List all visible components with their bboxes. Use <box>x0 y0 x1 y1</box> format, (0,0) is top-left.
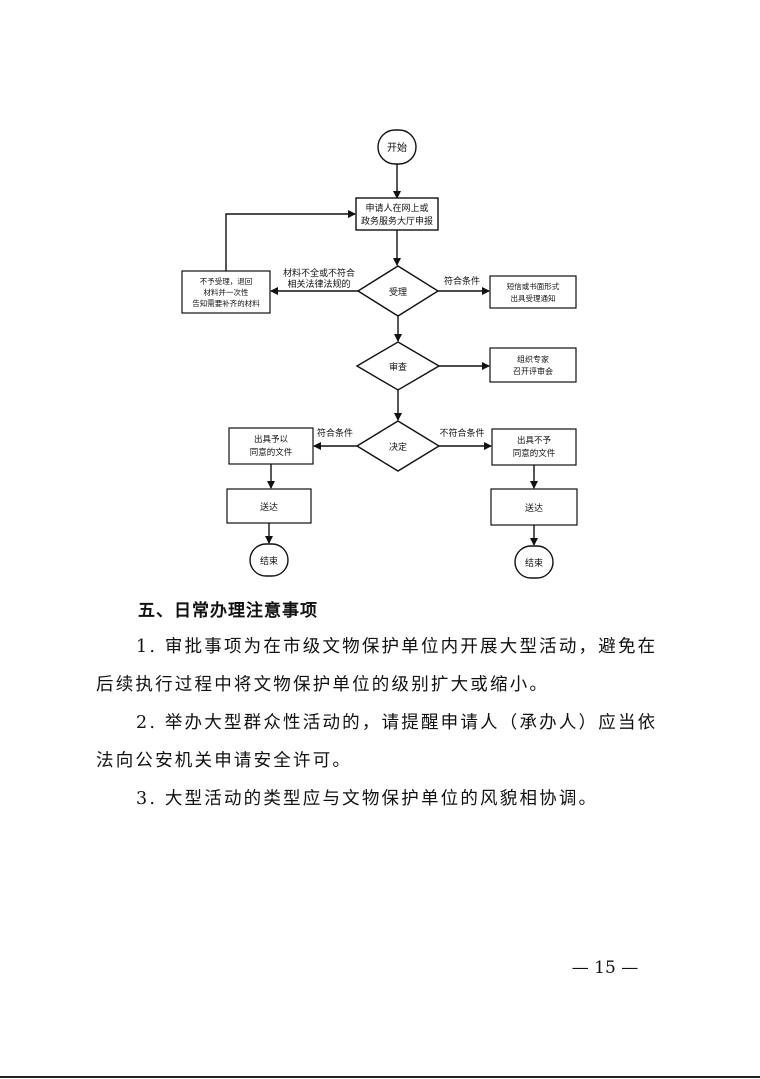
apply-label-line1: 申请人在网上或 <box>365 202 428 214</box>
page-number: — 15 — <box>571 958 639 978</box>
deny-deliver-label: 送达 <box>525 502 543 514</box>
note-paragraph-3: 3. 大型活动的类型应与文物保护单位的风貌相协调。 <box>136 789 599 809</box>
accept-notice-line1: 短信或书面形式 <box>507 281 560 291</box>
note-paragraph-1: 1. 审批事项为在市级文物保护单位内开展大型活动，避免在后续执行过程中将文物保护… <box>96 637 658 695</box>
start-label: 开始 <box>387 141 407 154</box>
approve-deliver-label: 送达 <box>260 501 278 513</box>
note-paragraph-2: 2. 举办大型群众性活动的，请提醒申请人（承办人）应当依法向公安机关申请安全许可… <box>96 713 658 771</box>
deny-box <box>491 428 577 466</box>
review-label: 审查 <box>389 361 407 373</box>
reject-box-line1: 不予受理，退回 <box>200 276 253 286</box>
approve-box-line1: 出具予以 <box>254 434 289 445</box>
accept-notice-box <box>489 275 577 309</box>
deny-end-label: 结束 <box>525 557 543 569</box>
reject-condition-line1: 材料不全或不符合 <box>283 267 355 279</box>
expert-box-line1: 组织专家 <box>517 354 549 364</box>
deny-deliver-box <box>490 488 578 526</box>
reject-condition-line2: 相关法律法规的 <box>287 278 350 290</box>
approve-end-node <box>249 543 289 577</box>
reject-box-line2: 材料并一次性 <box>204 287 249 297</box>
apply-label-line2: 政务服务大厅申报 <box>361 215 433 227</box>
approve-deliver-box <box>226 488 312 524</box>
deny-box-line2: 同意的文件 <box>513 448 556 459</box>
accept-notice-line2: 出具受理通知 <box>511 293 556 303</box>
reject-box <box>181 270 271 314</box>
section-heading: 五、日常办理注意事项 <box>138 601 318 621</box>
accept-condition: 符合条件 <box>444 275 480 287</box>
expert-box <box>489 347 577 383</box>
expert-box-line2: 召开评审会 <box>513 366 553 376</box>
approve-condition: 符合条件 <box>317 427 353 439</box>
approve-box <box>228 427 314 465</box>
decision-diamond <box>355 420 441 472</box>
bottom-divider <box>0 1076 760 1078</box>
accept-label: 受理 <box>389 286 407 298</box>
deny-box-line1: 出具不予 <box>517 435 552 446</box>
approve-end-label: 结束 <box>260 555 278 567</box>
deny-condition: 不符合条件 <box>439 427 484 439</box>
reject-box-line3: 告知需要补齐的材料 <box>192 298 260 308</box>
deny-end-node <box>514 545 554 579</box>
approve-box-line2: 同意的文件 <box>250 447 293 458</box>
approval-flowchart: 开始 申请人在网上或 政务服务大厅申报 受理 材料不全或不符合 相关法律法规的 … <box>180 118 580 580</box>
decision-label: 决定 <box>389 441 407 453</box>
